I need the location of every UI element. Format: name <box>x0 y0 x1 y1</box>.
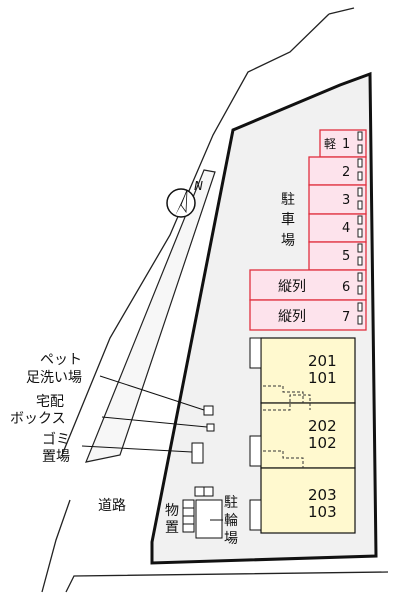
unit-number-202: 202 <box>308 417 337 435</box>
parking-texts: 軽 1 2 3 4 5 縦列 6 縦列 7 <box>278 137 350 325</box>
entrance <box>249 337 262 369</box>
parking-tag-1: 軽 <box>324 137 336 151</box>
building: 201 101 202 102 203 103 <box>249 337 356 534</box>
compass-north-icon: N <box>166 179 203 218</box>
unit-number-201: 201 <box>308 352 337 370</box>
parking-number-3: 3 <box>342 193 350 208</box>
unit-number-103: 103 <box>308 503 337 521</box>
bicycle-label-char: 場 <box>224 531 238 547</box>
parking-number-2: 2 <box>342 165 350 180</box>
entrance <box>249 435 262 467</box>
bicycle-label-char: 輪 <box>224 512 238 529</box>
parking-space-7 <box>249 299 367 331</box>
parking-space-4 <box>308 213 367 243</box>
garbage-label-line1: ゴミ <box>42 431 70 448</box>
unit-number-102: 102 <box>308 434 337 452</box>
delivery-box-label-line1: 宅配 <box>36 394 64 410</box>
parking-number-5: 5 <box>342 249 350 264</box>
garbage-box <box>191 442 204 464</box>
footwash-box <box>203 405 214 416</box>
parking-number-6: 6 <box>342 280 350 295</box>
footwash-label-line2: 足洗い場 <box>26 370 82 386</box>
parking-space-2 <box>308 156 367 186</box>
compass-label: N <box>194 179 203 193</box>
delivery-box-label-line2: ボックス <box>10 411 66 427</box>
unit-number-203: 203 <box>308 486 337 504</box>
bicycle-parking-box <box>195 499 223 539</box>
parking-stoppers <box>357 131 363 325</box>
leader-lines <box>81 375 223 521</box>
parking-area <box>249 129 367 331</box>
parking-tag-6: 縦列 <box>278 279 306 295</box>
parking-number-1: 1 <box>342 137 350 152</box>
road-label: 道路 <box>98 498 126 514</box>
entrance <box>249 499 262 531</box>
building-unit-1 <box>260 337 356 404</box>
parking-space-3 <box>308 184 367 215</box>
facility-labels: ペット 足洗い場 宅配 ボックス ゴミ 置場 物 置 駐 輪 場 道路 <box>10 352 238 547</box>
parking-label-char: 駐 <box>281 192 295 208</box>
garbage-label-line2: 置場 <box>42 449 70 465</box>
unit-number-101: 101 <box>308 369 337 387</box>
footwash-label-line1: ペット <box>40 352 82 368</box>
delivery-box <box>206 423 215 432</box>
facility-boxes <box>182 405 223 539</box>
parking-number-7: 7 <box>342 310 350 325</box>
bicycle-label-char: 駐 <box>224 495 238 511</box>
parking-label-char: 場 <box>281 233 295 249</box>
parking-space-5 <box>308 241 367 271</box>
storage-label-char: 物 <box>165 503 179 519</box>
parking-number-4: 4 <box>342 221 350 236</box>
building-unit-3 <box>260 467 356 534</box>
road-edges <box>41 7 389 593</box>
parking-label-char: 車 <box>281 211 295 228</box>
storage-label-char: 置 <box>165 520 179 536</box>
parking-tag-7: 縦列 <box>278 309 306 325</box>
parking-label: 駐 車 場 <box>281 192 295 249</box>
walkway <box>85 169 216 463</box>
